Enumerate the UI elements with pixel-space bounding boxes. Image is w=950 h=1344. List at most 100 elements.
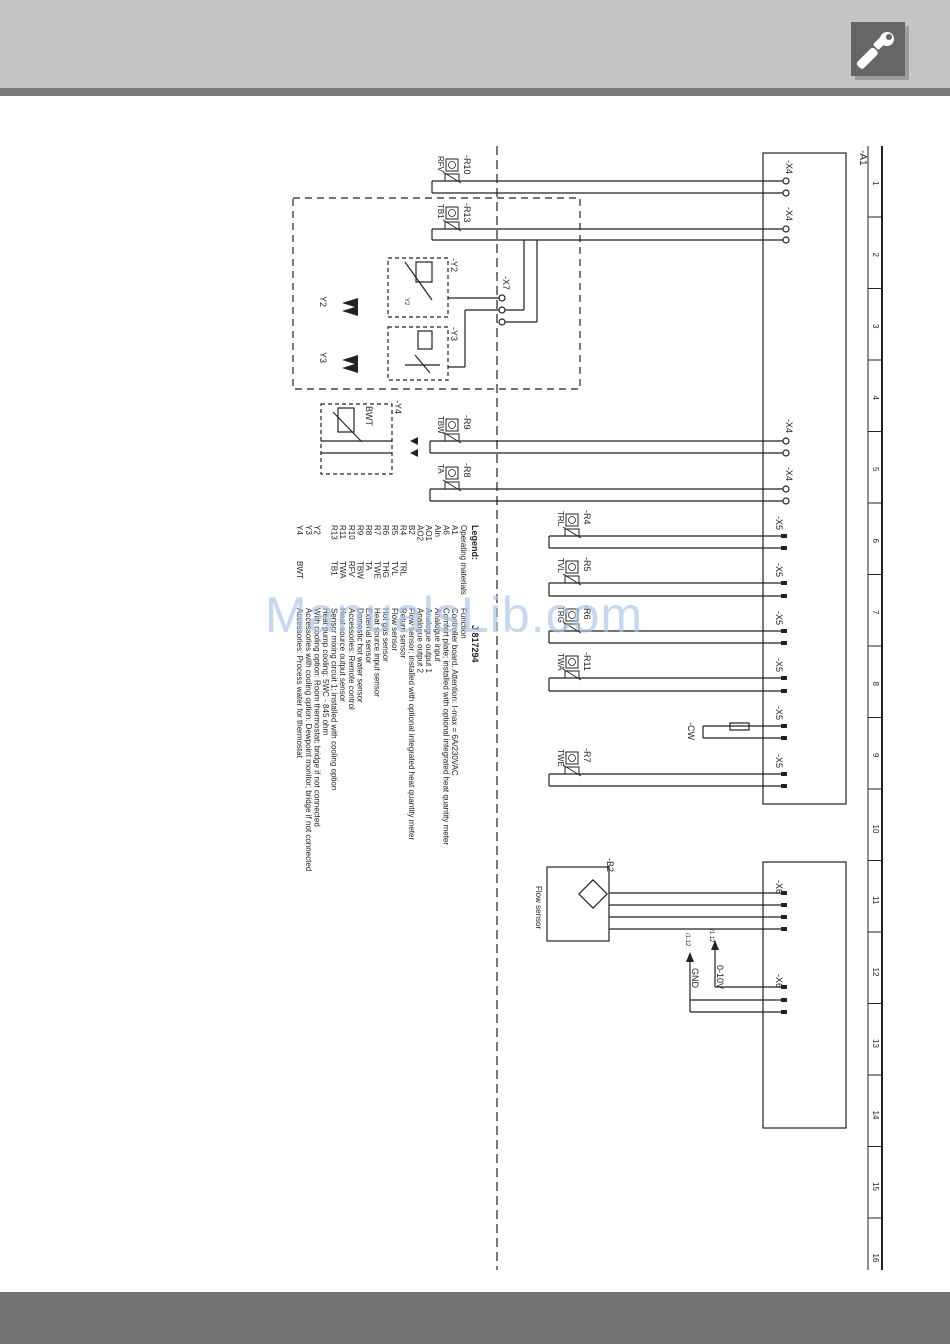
sensor-name: TB1	[436, 204, 445, 219]
legend-function: Flow sensor	[390, 608, 399, 651]
column-number: 11	[871, 896, 880, 905]
sensor-symbol: -R7 TWE	[556, 748, 592, 777]
sensor-ref: -R6	[582, 605, 592, 620]
legend-title: Legend:	[470, 525, 480, 560]
sensor-ref: -R8	[462, 463, 472, 478]
legend-function: Heat source input sensor	[373, 608, 382, 697]
column-number: 8	[871, 682, 880, 687]
x5-label-4: -X5	[774, 658, 784, 672]
column-number: 2	[871, 253, 880, 258]
sensor-ref: -R9	[462, 415, 472, 430]
legend: Legend: J 817294 Operating materials Fun…	[295, 525, 480, 871]
sensor-name: TWE	[556, 749, 565, 767]
legend-code: R9	[355, 525, 364, 536]
legend-function: Comfort plate; installed with optional i…	[441, 608, 450, 845]
legend-name: THG	[381, 561, 390, 578]
b2-ref: -B2	[605, 858, 615, 872]
column-number: 7	[871, 610, 880, 615]
legend-function: External sensor	[364, 608, 373, 664]
sensor-ref: -R5	[582, 557, 592, 572]
legend-code: Y3	[304, 525, 313, 535]
signal-ref-1: /1.12	[708, 929, 714, 943]
legend-function: Return sensor	[398, 608, 407, 659]
legend-name: TVL	[390, 561, 399, 576]
x6-label-2: -X6	[774, 974, 784, 988]
signal-gnd: GND	[690, 968, 700, 989]
legend-header-materials: Operating materials	[459, 525, 468, 595]
legend-function: Analogue output 1	[424, 608, 433, 673]
bwt-label: BWT	[364, 406, 374, 426]
legend-function: Flow sensor; installed with optional int…	[407, 608, 416, 840]
legend-name: TBW	[355, 561, 364, 579]
sensor-name: TRL	[556, 511, 565, 527]
sensor-ref: -R7	[582, 748, 592, 763]
legend-function: Heat pump cooling: 5WC - 845 ohm	[321, 608, 330, 736]
column-number: 14	[871, 1111, 880, 1120]
header-rule	[0, 88, 950, 96]
legend-name: TWA	[338, 561, 347, 579]
y2-side-label: Y2	[318, 296, 328, 307]
legend-name: BWT	[295, 561, 304, 579]
column-number: 1	[871, 181, 880, 186]
x4-label-1: -X4	[784, 160, 794, 174]
legend-code: R6	[381, 525, 390, 536]
column-number: 10	[871, 825, 880, 834]
y3-ref: -Y3	[449, 327, 459, 341]
sensor-name: TRG	[556, 606, 565, 623]
legend-code: R8	[364, 525, 373, 536]
legend-function: Sensor mixing circuit 1; installed with …	[330, 608, 339, 790]
sensor-symbol: -R5 TVL	[556, 557, 592, 586]
sensor-symbol: -R10 RFV	[436, 155, 472, 184]
legend-doc-number: J 817294	[470, 625, 480, 663]
tool-badge	[851, 22, 905, 76]
column-number: 16	[871, 1254, 880, 1263]
y3-side-label: Y3	[318, 352, 328, 363]
column-number: 3	[871, 324, 880, 329]
x5-label-3: -X5	[774, 611, 784, 625]
sensor-name: TVL	[556, 558, 565, 573]
signal-0-10v: 0-10V	[715, 965, 725, 989]
legend-function: Heat source output sensor	[338, 608, 347, 702]
legend-code: AIn	[433, 525, 442, 537]
x5-label-5: -X5	[774, 706, 784, 720]
legend-code: Y4	[295, 525, 304, 535]
column-number: 13	[871, 1039, 880, 1048]
y2-ref: -Y2	[449, 258, 459, 272]
legend-code: AO1	[424, 525, 433, 542]
x6-label-1: -X6	[774, 880, 784, 894]
column-number: 5	[871, 467, 880, 472]
watermark: ManualsLib.com	[265, 587, 644, 643]
sensor-symbol: -R9 TBW	[436, 415, 472, 444]
board-ref-label: -A1	[857, 150, 868, 166]
column-number: 4	[871, 396, 880, 401]
cw-label: -CW	[686, 722, 696, 740]
legend-code: A1	[450, 525, 459, 535]
legend-function: Accessories with cooling option: Dewpoin…	[304, 608, 313, 871]
sensor-ref: -R10	[462, 155, 472, 175]
legend-name: TB1	[330, 561, 339, 576]
legend-code: R5	[390, 525, 399, 536]
legend-code: R11	[338, 525, 347, 540]
legend-function: Accessories: Remote control	[347, 608, 356, 710]
sensor-ref: -R11	[582, 652, 592, 671]
sensor-name: TBW	[436, 416, 445, 434]
sensor-name: RFV	[436, 156, 445, 173]
legend-function: Hot gas sensor	[381, 608, 390, 662]
x4-label-3: -X4	[784, 419, 794, 433]
legend-name: TWE	[373, 561, 382, 579]
y2-inner-label: Y2	[403, 298, 409, 306]
legend-header-function: Function	[459, 608, 468, 639]
x5-label-2: -X5	[774, 563, 784, 577]
legend-code: R13	[330, 525, 339, 540]
legend-function: With cooling option: Room thermostat; br…	[312, 608, 321, 827]
x7-label: -X7	[501, 276, 511, 290]
wrench-icon	[856, 32, 894, 69]
legend-function: Analogue output 2	[416, 608, 425, 673]
legend-code: R4	[398, 525, 407, 536]
sensor-symbol: -R6 TRG	[556, 605, 592, 634]
x5-label-1: -X5	[774, 516, 784, 530]
